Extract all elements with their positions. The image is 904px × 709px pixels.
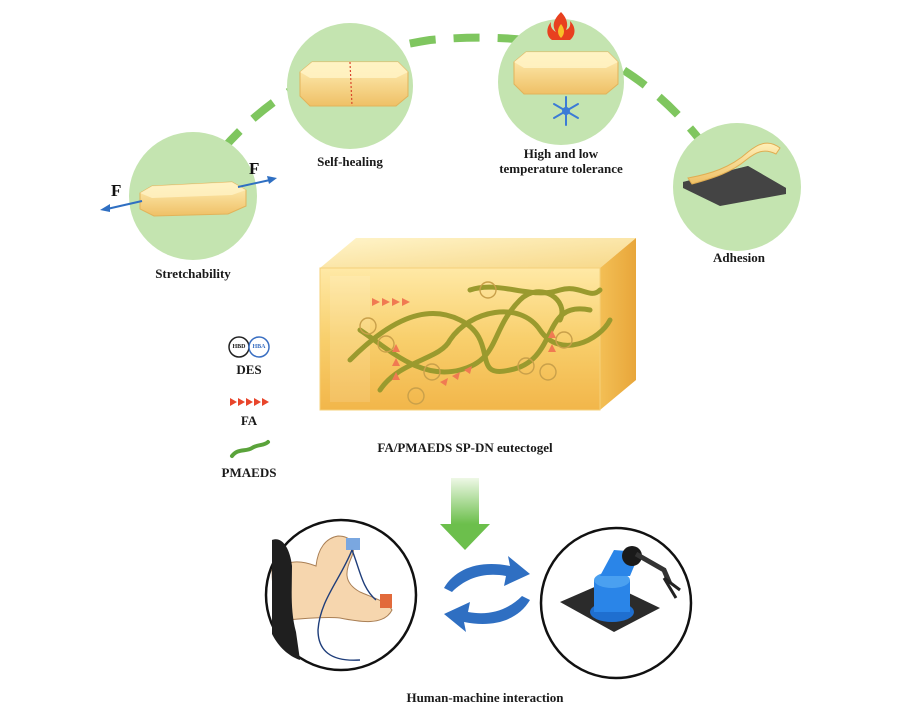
eutectogel-caption: FA/PMAEDS SP-DN eutectogel <box>377 440 553 455</box>
fa-arrows-in-gel <box>372 298 556 386</box>
des-badges-in-gel <box>359 281 573 405</box>
self-healing-gel-icon <box>299 61 409 107</box>
eutectogel-block <box>319 238 636 411</box>
des-icon <box>228 336 270 358</box>
des-badge-hbd: HBD <box>232 344 246 350</box>
self-healing-label: Self-healing <box>317 154 383 169</box>
adhesion-label: Adhesion <box>712 250 766 265</box>
snowflake-icon <box>553 96 579 126</box>
exchange-arrows-icon <box>444 556 530 632</box>
robot-arm-icon <box>539 526 693 680</box>
stretched-gel-icon <box>139 181 247 217</box>
temperature-label-line1: High and low <box>523 146 599 161</box>
force-arrow-left-icon <box>100 200 143 212</box>
pmaeds-chains <box>347 284 613 393</box>
force-label-left: F <box>111 181 122 200</box>
force-label-right: F <box>249 159 260 178</box>
legend-des-label: DES <box>236 362 262 377</box>
down-arrow-icon <box>440 478 490 550</box>
fa-icon <box>230 398 269 406</box>
temperature-gel-icon <box>513 51 619 95</box>
hmi-caption: Human-machine interaction <box>406 690 564 705</box>
arm-icon <box>264 518 418 672</box>
legend-pmaeds-label: PMAEDS <box>221 465 277 480</box>
stretchability-label: Stretchability <box>155 266 231 281</box>
legend-fa-label: FA <box>240 413 258 428</box>
fire-icon <box>547 12 575 40</box>
force-arrow-right-icon <box>237 176 277 188</box>
pmaeds-icon <box>230 440 270 458</box>
temperature-label-line2: temperature tolerance <box>499 161 623 176</box>
des-badge-hba: HBA <box>252 344 266 350</box>
adhesion-icon <box>683 142 786 206</box>
